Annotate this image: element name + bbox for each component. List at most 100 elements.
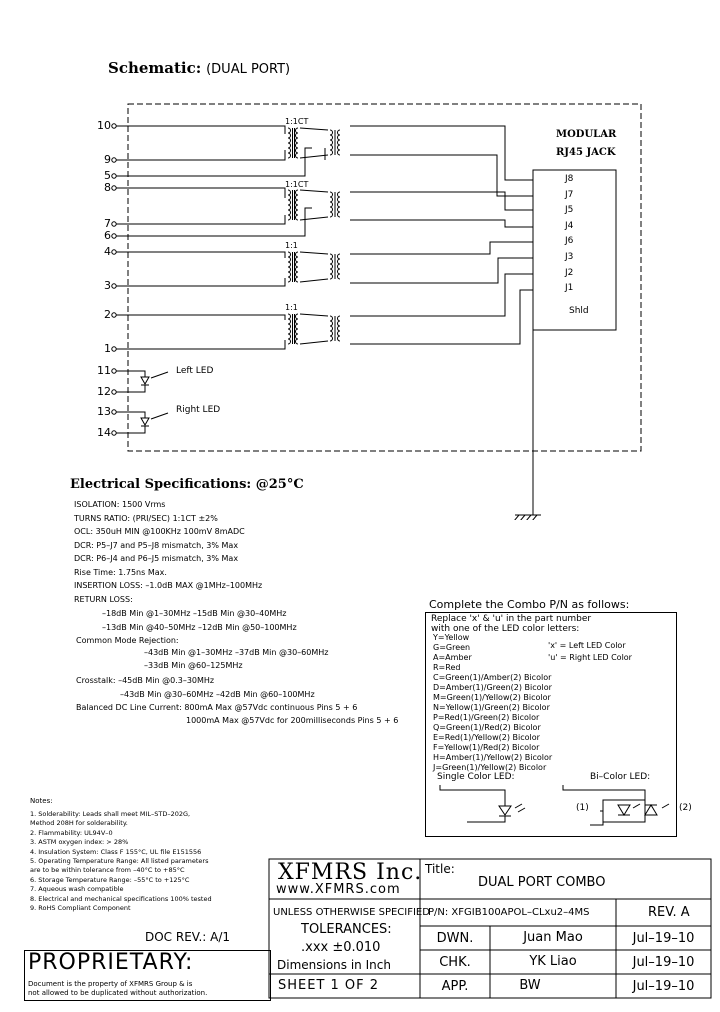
led-color-code: P=Red(1)/Green(2) Bicolor (433, 713, 540, 722)
pin-terminal (111, 346, 117, 352)
bicolor-1: (1) (576, 803, 589, 813)
jack-pin-j1: J1 (565, 283, 574, 293)
pin-label-3: 3 (104, 279, 111, 292)
combo-intro-1: Replace 'x' & 'u' in the part number (431, 614, 592, 624)
crosstalk-2: –43dB Min @30–60MHz –42dB Min @60–100MHz (120, 690, 315, 699)
electrical-spec-line: DCR: P5–J7 and P5–J8 mismatch, 3% Max (74, 540, 239, 550)
note-line: 7. Aqueous wash compatible (30, 885, 124, 894)
jack-pin-j6: J6 (565, 236, 574, 246)
jack-title-2: RJ45 JACK (556, 147, 616, 158)
jack-pin-j7: J7 (565, 190, 574, 200)
jack-pin-j5: J5 (565, 205, 574, 215)
bicolor-label: Bi–Color LED: (590, 772, 651, 782)
pin-label-4: 4 (104, 245, 111, 258)
pin-terminal (111, 368, 117, 374)
proprietary-text-1: Document is the property of XFMRS Group … (28, 980, 193, 988)
jack-pin-j4: J4 (565, 221, 574, 231)
sheet-number: SHEET 1 OF 2 (278, 978, 380, 993)
note-line: 6. Storage Temperature Range: –55°C to +… (30, 875, 190, 884)
led-color-code: F=Yellow(1)/Red(2) Bicolor (433, 743, 540, 752)
notes-title: Notes: (30, 797, 53, 805)
schematic-title-rest: (DUAL PORT) (206, 62, 291, 77)
cmr-2: –33dB Min @60–125MHz (144, 661, 243, 670)
led-color-code: A=Amber (433, 653, 472, 662)
pin-terminal (111, 249, 117, 255)
pin-label-11: 11 (97, 364, 111, 377)
electrical-spec-line: ISOLATION: 1500 Vrms (74, 500, 166, 509)
note-line: Method 208H for solderability. (30, 819, 128, 828)
pin-terminal (111, 312, 117, 318)
note-line: 4. Insulation System: Class F 155°C, UL … (30, 847, 202, 856)
wires (116, 125, 534, 434)
unless-specified: UNLESS OTHERWISE SPECIFIED (273, 907, 430, 918)
note-line: 5. Operating Temperature Range: All list… (30, 857, 209, 865)
single-color-label: Single Color LED: (437, 772, 515, 782)
chk-date: Jul–19–10 (632, 954, 695, 970)
led-color-code: C=Green(1)/Amber(2) Bicolor (433, 673, 552, 682)
x-definition: 'x' = Left LED Color (548, 641, 626, 650)
pin-terminal (111, 283, 117, 289)
jack-title-1: MODULAR (556, 129, 617, 140)
note-line: 3. ASTM oxygen index: > 28% (30, 838, 129, 847)
pin-terminal (111, 430, 117, 436)
led-color-code: J=Green(1)/Yellow(2) Bicolor (433, 763, 547, 772)
chk-name: YK Liao (529, 953, 577, 969)
crosstalk-1: Crosstalk: –45dB Min @0.3–30MHz (76, 676, 215, 685)
xfmr-ratio-1: 1:1CT (285, 117, 309, 126)
dwn-name: Juan Mao (523, 929, 583, 945)
return-loss-1: –18dB Min @1–30MHz –15dB Min @30–40MHz (102, 609, 287, 618)
doc-rev: DOC REV.: A/1 (145, 930, 231, 944)
led-symbols (140, 371, 169, 427)
app-label: APP. (441, 978, 469, 994)
led-color-code: M=Green(1)/Yellow(2) Bicolor (433, 693, 551, 702)
tolerance-value: .xxx ±0.010 (301, 940, 381, 955)
balanced-1: Balanced DC Line Current: 800mA Max @57V… (76, 703, 358, 712)
pin-label-8: 8 (104, 181, 111, 194)
pin-terminal (111, 221, 117, 227)
pin-label-2: 2 (104, 308, 111, 321)
pin-label-6: 6 (104, 229, 111, 242)
pin-label-10: 10 (97, 119, 111, 132)
pin-label-1: 1 (104, 342, 111, 355)
return-loss-2: –13dB Min @40–50MHz –12dB Min @50–100MHz (102, 623, 297, 632)
cmr-label: Common Mode Rejection: (76, 636, 179, 645)
cmr-1: –43dB Min @1–30MHz –37dB Min @30–60MHz (144, 648, 329, 657)
drawing-title: DUAL PORT COMBO (478, 875, 606, 890)
led-color-code: N=Yellow(1)/Green(2) Bicolor (433, 703, 550, 712)
schematic-title: Schematic: (DUAL PORT) (108, 59, 290, 77)
app-date: Jul–19–10 (632, 978, 695, 994)
part-number: P/N: XFGIB100APOL–CLxu2–4MS (428, 907, 590, 918)
right-led-label: Right LED (176, 405, 221, 415)
chk-label: CHK. (439, 954, 471, 970)
proprietary-title: PROPRIETARY: (28, 950, 194, 975)
schematic-title-bold: Schematic: (108, 59, 202, 77)
dimensions-unit: Dimensions in Inch (277, 958, 391, 972)
note-line: are to be within tolerance from –40°C to… (30, 866, 185, 875)
combo-intro-2: with one of the LED color letters: (431, 624, 580, 634)
combo-box (425, 612, 677, 837)
schematic-border (127, 103, 642, 452)
pin-label-7: 7 (104, 217, 111, 230)
jack-pin-j8: J8 (565, 174, 574, 184)
company-website: www.XFMRS.com (276, 882, 401, 897)
jack-pin-j2: J2 (565, 268, 574, 278)
app-name: BW (519, 977, 541, 993)
note-line: 2. Flammability: UL94V–0 (30, 828, 113, 837)
note-line: 8. Electrical and mechanical specificati… (30, 894, 212, 903)
dwn-label: DWN. (436, 930, 474, 946)
pin-label-9: 9 (104, 153, 111, 166)
led-color-code: H=Amber(1)/Yellow(2) Bicolor (433, 753, 553, 762)
left-led-label: Left LED (176, 366, 214, 376)
electrical-spec-line: OCL: 350uH MIN @100KHz 100mV 8mADC (74, 527, 245, 536)
led-color-code: D=Amber(1)/Green(2) Bicolor (433, 683, 552, 692)
xfmr-ratio-2: 1:1CT (285, 180, 309, 189)
xfmr-ratio-3: 1:1 (285, 241, 298, 250)
pin-label-12: 12 (97, 385, 111, 398)
title-label: Title: (425, 862, 455, 876)
jack-pin-j3: J3 (565, 252, 574, 262)
company-name: XFMRS Inc. (278, 860, 423, 885)
pin-terminal (111, 409, 117, 415)
pin-terminal (111, 233, 117, 239)
pin-terminal (111, 123, 117, 129)
schematic-diagram (111, 103, 642, 520)
